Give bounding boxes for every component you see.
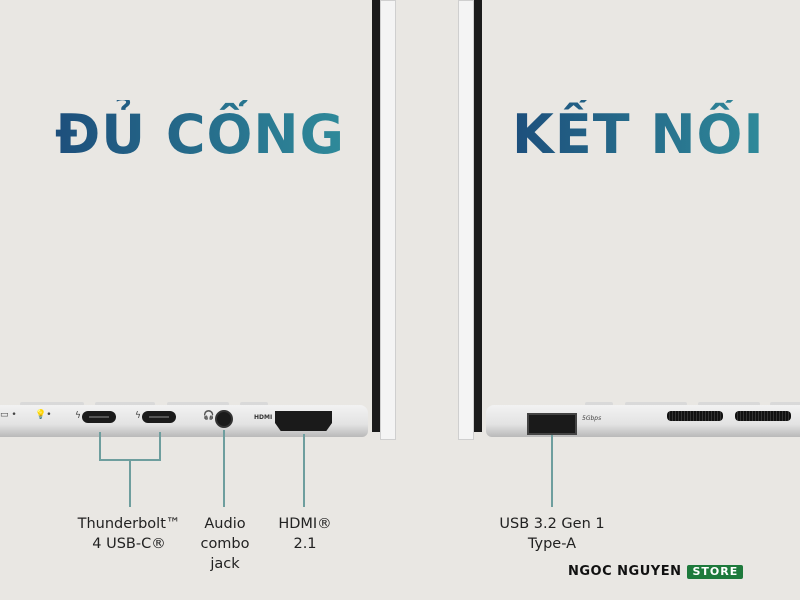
laptop-foot <box>770 402 800 406</box>
usb-a-port <box>527 413 577 435</box>
label-thunderbolt: Thunderbolt™ 4 USB-C® <box>64 514 194 554</box>
label-usb-a: USB 3.2 Gen 1 Type-A <box>487 514 617 554</box>
thunderbolt-icon: ϟ <box>75 411 81 421</box>
laptop-foot <box>240 402 268 406</box>
brand-logo: NGOC NGUYEN STORE <box>568 564 744 579</box>
laptop-foot <box>167 402 229 406</box>
label-line: Type-A <box>527 536 577 552</box>
headline-right: KẾT NỐI <box>512 100 765 170</box>
vent-grille <box>667 411 723 421</box>
usb-speed-text: 5Gbps <box>582 415 602 422</box>
connector-line <box>551 435 553 507</box>
thunderbolt-icon: ϟ <box>135 411 141 421</box>
laptop-foot <box>625 402 687 406</box>
usb-c-port <box>82 411 116 423</box>
laptop-lid-left <box>380 0 396 440</box>
label-line: 2.1 <box>293 536 317 552</box>
bulb-led-icon: 💡• <box>35 410 52 420</box>
hdmi-port <box>275 411 332 431</box>
label-hdmi: HDMI® 2.1 <box>265 514 345 554</box>
connector-line <box>159 432 161 460</box>
label-audio: Audio combo jack <box>190 514 260 574</box>
power-led-icon: ▭ • <box>0 410 17 420</box>
laptop-lid-hinge-left <box>372 0 380 432</box>
laptop-foot <box>95 402 155 406</box>
label-line: USB 3.2 Gen 1 <box>499 516 605 532</box>
laptop-foot <box>20 402 84 406</box>
headline-left: ĐỦ CỔNG <box>55 100 345 170</box>
headset-icon: 🎧 <box>203 411 215 421</box>
connector-line <box>129 459 131 507</box>
hdmi-port-text: HDMI <box>254 414 273 421</box>
label-line: HDMI® <box>278 516 332 532</box>
brand-badge: STORE <box>687 564 744 579</box>
brand-name: NGOC NGUYEN <box>568 564 682 579</box>
laptop-foot <box>698 402 760 406</box>
label-line: Audio <box>204 516 246 532</box>
vent-grille <box>735 411 791 421</box>
laptop-lid-hinge-right <box>474 0 482 432</box>
label-line: combo <box>200 536 250 552</box>
laptop-foot <box>585 402 613 406</box>
label-line: 4 USB-C® <box>92 536 166 552</box>
usb-c-port <box>142 411 176 423</box>
connector-line <box>99 432 101 460</box>
label-line: Thunderbolt™ <box>77 516 181 532</box>
audio-jack-port <box>215 410 233 428</box>
connector-line <box>303 434 305 507</box>
label-line: jack <box>210 556 240 572</box>
connector-line <box>223 430 225 507</box>
laptop-lid-right <box>458 0 474 440</box>
